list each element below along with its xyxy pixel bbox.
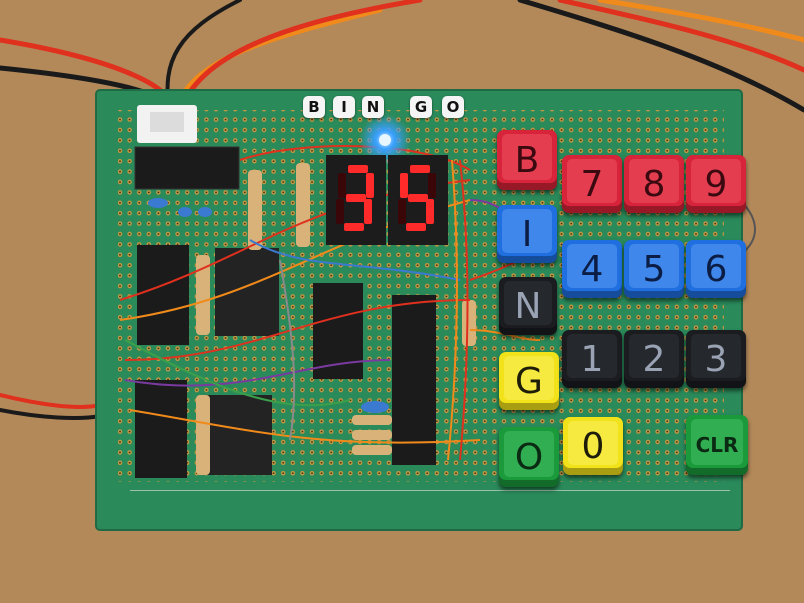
key-0-label: 0 (581, 425, 605, 467)
segment-a (410, 165, 430, 173)
key-o[interactable]: O (499, 427, 559, 487)
segment-b (366, 173, 374, 198)
key-6[interactable]: 6 (686, 240, 746, 298)
bingo-label-n: N (362, 96, 384, 118)
segment-c (364, 199, 372, 224)
key-3-label: 3 (704, 338, 728, 380)
ic-chip-large (392, 295, 436, 465)
bingo-label-n-text: N (366, 98, 380, 116)
key-8[interactable]: 8 (624, 155, 684, 213)
key-4[interactable]: 4 (562, 240, 622, 298)
key-n-label: N (514, 285, 542, 327)
blue-led (379, 134, 391, 146)
ic-chip-left-1 (137, 245, 189, 345)
key-g-label: G (515, 360, 543, 402)
key-g[interactable]: G (499, 352, 559, 410)
bingo-label-b-text: B (308, 98, 320, 116)
resistors (196, 163, 476, 475)
ic-chip-left-2 (135, 380, 187, 478)
pcb-border (95, 89, 743, 531)
key-9-label: 9 (704, 163, 728, 205)
key-i-label: I (521, 213, 533, 255)
key-o-label: O (514, 436, 544, 478)
bingo-label-b: B (303, 96, 325, 118)
key-3[interactable]: 3 (686, 330, 746, 388)
bingo-label-o-text: O (446, 98, 460, 116)
key-n[interactable]: N (499, 277, 557, 335)
key-5[interactable]: 5 (624, 240, 684, 298)
key-2[interactable]: 2 (624, 330, 684, 388)
segment-c (426, 199, 434, 224)
segment-b (428, 173, 436, 198)
key-4-label: 4 (580, 248, 604, 290)
key-7[interactable]: 7 (562, 155, 622, 213)
segment-e (336, 199, 344, 224)
key-2-label: 2 (642, 338, 666, 380)
key-7-label: 7 (580, 163, 604, 205)
key-8-label: 8 (642, 163, 666, 205)
segment-g (346, 194, 366, 202)
ic-chip-mid (313, 283, 363, 379)
key-b[interactable]: B (497, 130, 557, 190)
pcb-left-margin (100, 110, 118, 482)
key-1[interactable]: 1 (562, 330, 622, 388)
ic-chips (134, 146, 436, 478)
segment-g (408, 194, 428, 202)
bingo-label-g-text: G (414, 98, 428, 116)
silkscreen-marks (130, 490, 730, 491)
ic-chip-socket-2 (206, 395, 272, 475)
key-0[interactable]: 0 (563, 417, 623, 475)
key-clr[interactable]: CLR (686, 415, 748, 475)
bingo-label-g: G (410, 96, 432, 118)
key-i[interactable]: I (497, 205, 557, 263)
key-9[interactable]: 9 (686, 155, 746, 213)
segment-d (406, 223, 426, 231)
bingo-label-o: O (442, 96, 464, 118)
key-b-label: B (514, 139, 540, 181)
seven-segment-digits (336, 165, 436, 231)
pcb-bottom-margin (100, 482, 740, 526)
segment-e (398, 199, 406, 224)
segment-f (338, 173, 346, 198)
segment-a (348, 165, 368, 173)
ic-chip-socket-1 (215, 248, 279, 336)
key-clr-label: CLR (695, 433, 739, 457)
key-6-label: 6 (704, 248, 728, 290)
segment-f (400, 173, 408, 198)
bingo-label-i-text: I (341, 98, 347, 116)
segment-d (344, 223, 364, 231)
ic-chip-top (135, 147, 239, 189)
bingo-label-i: I (333, 96, 355, 118)
key-1-label: 1 (580, 338, 604, 380)
capacitors (148, 198, 389, 413)
key-5-label: 5 (642, 248, 666, 290)
